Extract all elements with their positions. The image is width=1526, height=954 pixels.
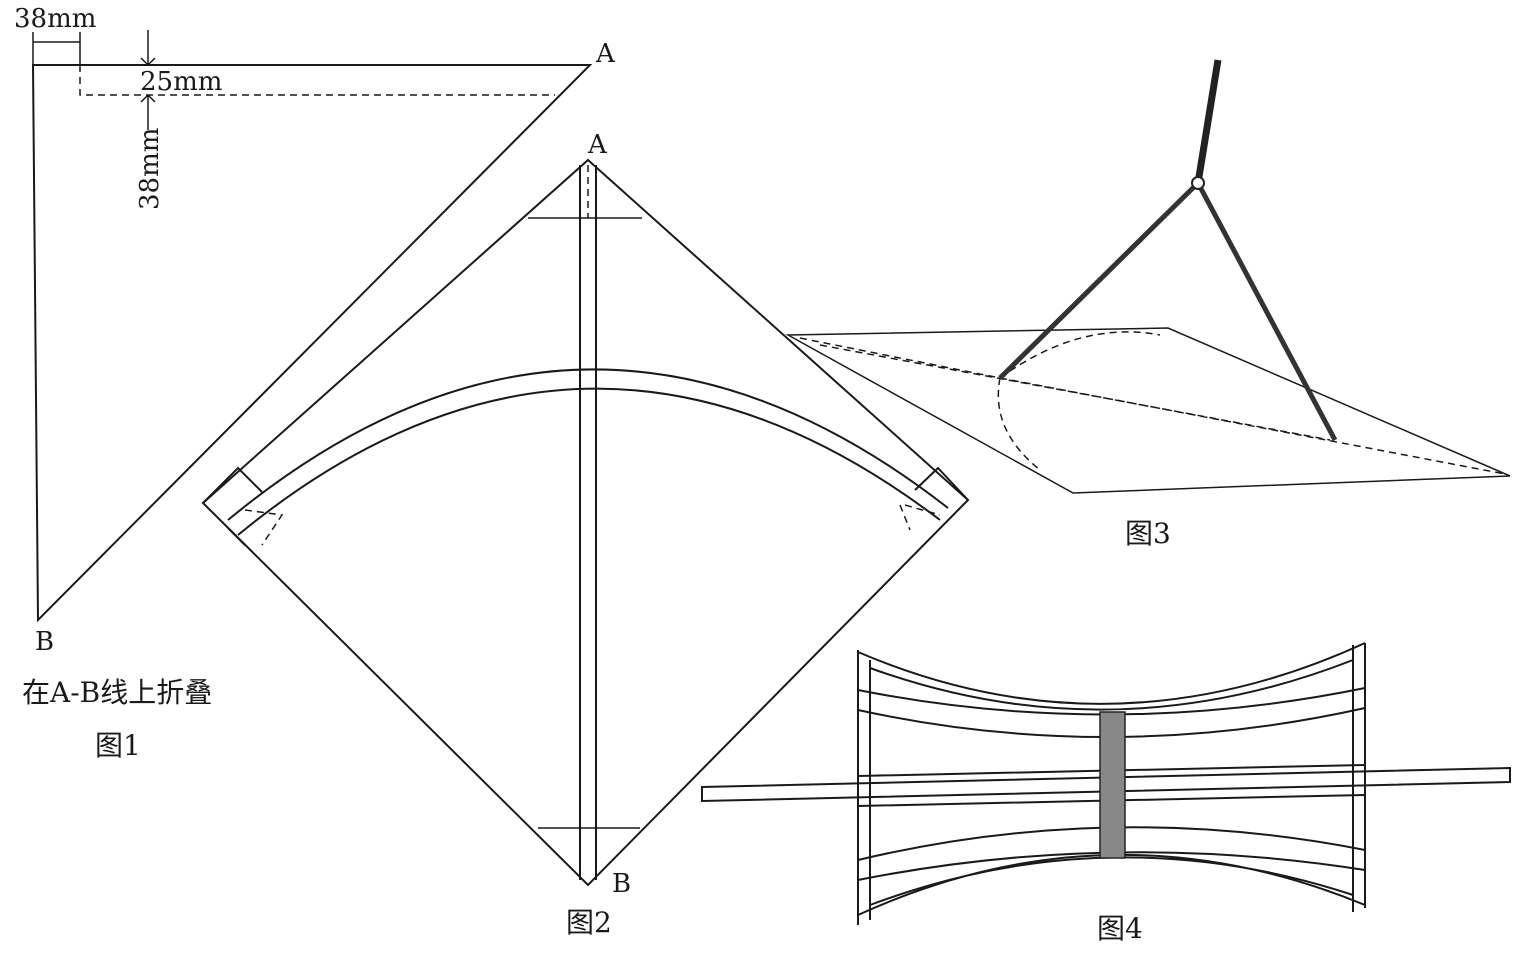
point-a-label: A <box>595 39 616 69</box>
spar-reinforcements <box>528 217 642 829</box>
point-b-label: B <box>35 627 54 657</box>
figure-1-caption: 图1 <box>95 729 141 762</box>
kite-sail <box>785 327 1511 494</box>
joint <box>1191 176 1205 190</box>
tab-dashed <box>244 504 941 546</box>
figure-2-kite-frame: A B 图2 <box>201 130 970 939</box>
dim-38mm-vertical-label: 38mm <box>135 128 165 210</box>
figure-4-reel-frame: 图4 <box>701 642 1511 945</box>
point-a-label: A <box>587 130 608 160</box>
bridle-rods <box>998 178 1338 442</box>
right-tab <box>914 466 969 501</box>
triangle-outline <box>31 64 593 623</box>
handle-rod <box>1194 59 1222 184</box>
top-curve <box>857 642 1366 711</box>
point-b-label: B <box>612 869 631 899</box>
kite-diamond-outline <box>201 158 970 887</box>
center-binding <box>1099 711 1126 859</box>
bottom-curve <box>857 853 1366 916</box>
axle-stick <box>701 766 1511 803</box>
bow-lower <box>237 387 941 536</box>
fold-margin-dashed <box>79 65 555 96</box>
dim-25mm-label: 25mm <box>140 67 222 97</box>
left-tab <box>202 466 263 546</box>
dim-38mm-label: 38mm <box>14 4 96 34</box>
figure-3-kite-perspective: 图3 <box>785 59 1511 550</box>
dimension-arrows-vertical <box>140 30 156 130</box>
figure-2-caption: 图2 <box>566 906 612 939</box>
figure-1-fold-template: 38mm 25mm 38mm A B 在A-B线上折叠 图1 <box>14 4 616 762</box>
figure-3-caption: 图3 <box>1125 517 1171 550</box>
dimension-38mm-horizontal <box>32 32 81 65</box>
bow-upper <box>227 368 949 521</box>
fold-instruction: 在A-B线上折叠 <box>22 676 212 709</box>
figure-4-caption: 图4 <box>1097 912 1143 945</box>
sail-dashed-lines <box>799 331 1506 475</box>
vertical-spar <box>579 165 597 880</box>
side-rails <box>857 643 1366 925</box>
